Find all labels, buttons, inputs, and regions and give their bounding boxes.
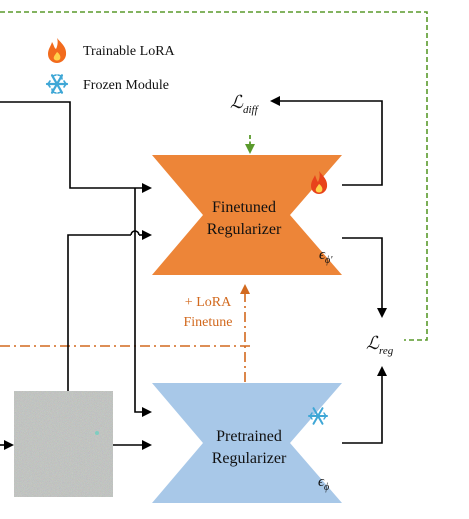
pretrained-label-line1: Pretrained (216, 428, 282, 445)
loss-diff-label: ℒdiff (230, 92, 260, 116)
noisy-input-image (14, 391, 113, 497)
legend-frozen-label: Frozen Module (83, 78, 169, 93)
finetuned-label-line2: Regularizer (207, 221, 282, 238)
finetuned-flame-icon (311, 171, 328, 194)
legend: Trainable LoRA Frozen Module (45, 38, 176, 94)
lora-annotation-line2: Finetune (184, 315, 233, 330)
pretrained-epsilon: ϵϕ (318, 474, 329, 493)
loss-reg-label: ℒreg (366, 333, 394, 357)
snowflake-icon (45, 74, 69, 94)
pretrained-label-line2: Regularizer (212, 450, 287, 467)
pretrained-snowflake-icon (308, 407, 328, 425)
finetuned-shape (152, 155, 342, 275)
pretrained-shape (152, 383, 342, 503)
pretrained-regularizer-block (152, 383, 342, 503)
legend-trainable-label: Trainable LoRA (83, 44, 176, 59)
connectors (0, 96, 387, 450)
finetuned-label-line1: Finetuned (212, 199, 276, 216)
flame-icon (48, 38, 67, 63)
finetuned-epsilon: ϵϕ' (319, 247, 333, 266)
lora-annotation-line1: + LoRA (185, 295, 232, 310)
finetuned-regularizer-block (152, 155, 342, 275)
